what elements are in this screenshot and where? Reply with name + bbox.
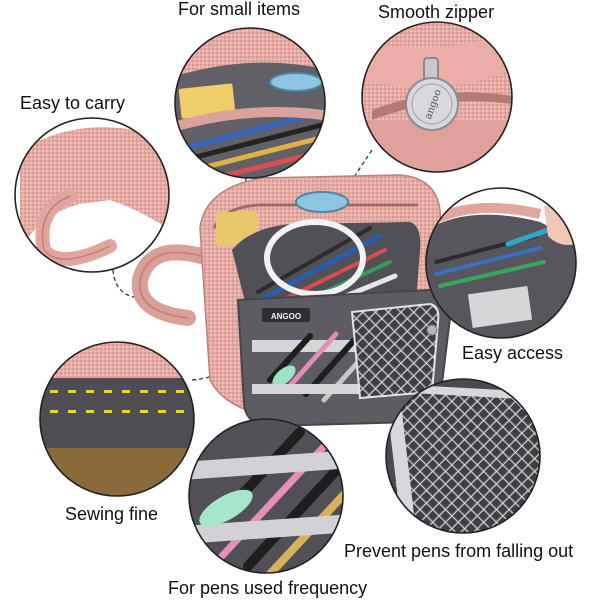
detail-circle-small-items [174,27,326,179]
label-pens-frequency: For pens used frequency [168,578,368,598]
detail-circle-sewing-fine [39,341,195,497]
label-easy-access: Easy access [462,343,564,363]
detail-circle-smooth-zipper: angoo [361,21,513,173]
detail-circle-easy-access [425,187,577,339]
pencil-case-main: ANGOO [131,174,452,428]
label-small-items: For small items [178,0,301,19]
label-prevent-falling: Prevent pens from falling out [344,541,574,561]
label-smooth-zipper: Smooth zipper [378,2,495,22]
label-easy-carry: Easy to carry [20,93,126,113]
detail-circle-mesh-pocket [385,378,541,534]
detail-circle-pens-frequency [188,418,344,574]
detail-circle-easy-carry [14,117,170,273]
brand-tag: ANGOO [271,312,301,321]
label-sewing-fine: Sewing fine [65,504,159,524]
